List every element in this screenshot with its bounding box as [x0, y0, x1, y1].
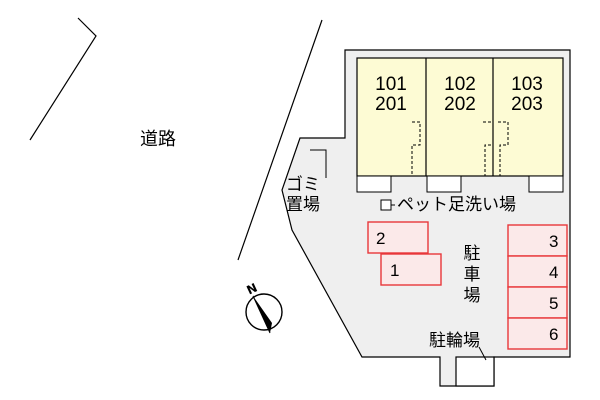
unit-upper-number: 102: [444, 74, 476, 95]
parking-slot-3: [507, 224, 568, 257]
pet-wash-symbol: [380, 199, 392, 211]
parking-slot-number: 1: [390, 261, 400, 280]
unit-upper-number: 101: [375, 74, 407, 95]
bicycle-parking-label: 駐輪場: [429, 331, 480, 351]
parking-slot-number: 5: [549, 294, 559, 313]
garbage-area-outline: [310, 149, 327, 178]
road-label: 道路: [140, 129, 176, 150]
staircase-outline: [498, 121, 509, 176]
unit-lower-number: 202: [444, 94, 476, 115]
unit-upper-number: 103: [511, 74, 543, 95]
parking-slot-number: 4: [549, 263, 559, 282]
parking-slot-6: [507, 317, 568, 350]
parking-slot-4: [507, 255, 568, 288]
building: [356, 57, 564, 177]
parking-slot-1: [380, 253, 442, 286]
garbage-area-label: ゴミ 置場: [281, 175, 325, 215]
unit-102-202: 102 202: [428, 75, 492, 115]
parking-slot-number: 3: [549, 232, 559, 251]
unit-103-203: 103 203: [495, 75, 559, 115]
entrance-step: [426, 175, 462, 193]
road-edge-line: [29, 17, 97, 141]
unit-lower-number: 203: [511, 94, 543, 115]
road-edge-line: [237, 19, 323, 261]
unit-101-201: 101 201: [359, 75, 423, 115]
compass-icon: [245, 293, 283, 334]
entrance-step: [528, 175, 564, 193]
unit-lower-number: 201: [375, 94, 407, 115]
parking-label: 駐車場: [463, 244, 481, 306]
parking-slot-number: 2: [376, 229, 386, 248]
garbage-area-label-line1: ゴミ: [286, 175, 320, 195]
parking-slot-5: [507, 286, 568, 319]
parking-slot-number: 6: [549, 325, 559, 344]
parking-slot-2: [367, 221, 429, 254]
staircase-outline: [411, 121, 421, 176]
entrance-step: [356, 175, 392, 193]
staircase-outline: [483, 121, 494, 176]
garbage-area-label-line2: 置場: [286, 195, 320, 215]
pet-wash-label: ペット足洗い場: [397, 195, 516, 215]
bicycle-pointer: [478, 346, 487, 361]
bicycle-shelter: [455, 356, 495, 387]
